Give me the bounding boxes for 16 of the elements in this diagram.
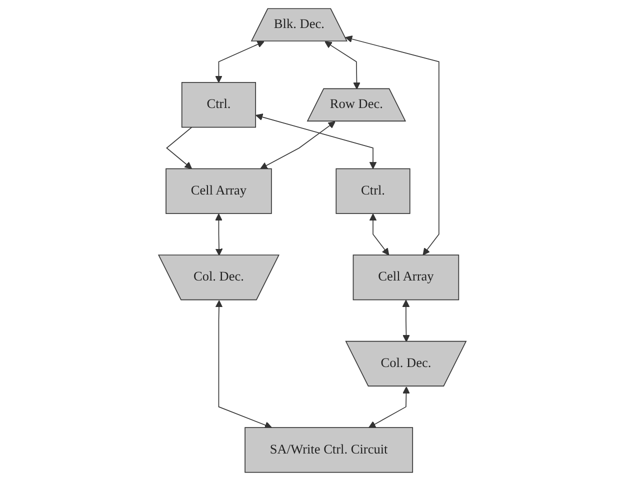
arrow: [368, 386, 410, 428]
node-box: Ctrl.: [335, 168, 410, 214]
arrow: [344, 35, 439, 256]
arrow: [215, 300, 272, 429]
arrow: [214, 214, 222, 256]
arrow: [402, 300, 410, 342]
arrow: [324, 41, 360, 90]
arrow: [214, 40, 264, 83]
arrow: [166, 126, 192, 170]
node-box: Cell Array: [352, 254, 459, 300]
arrow: [255, 114, 376, 170]
node-box: Ctrl.: [181, 82, 256, 128]
node-box: Cell Array: [165, 168, 272, 214]
arrow: [260, 121, 336, 170]
node-box: SA/Write Ctrl. Circuit: [244, 427, 413, 473]
arrow: [369, 214, 389, 256]
